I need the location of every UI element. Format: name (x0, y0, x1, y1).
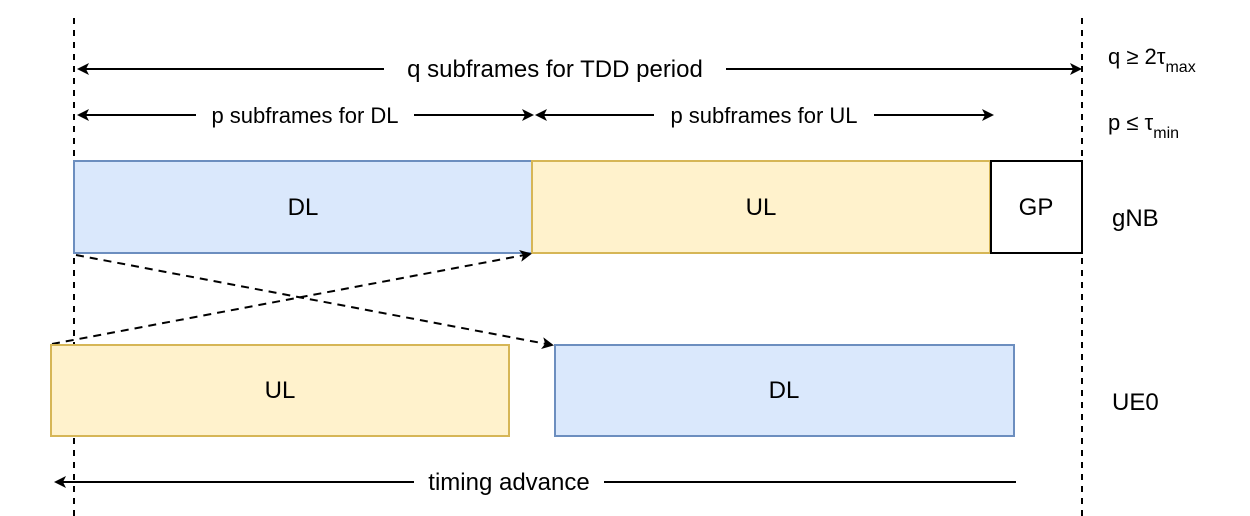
q-constraint-label: q ≥ 2τmax (1108, 44, 1196, 76)
ue-dl-block (554, 344, 1015, 437)
downlink-propagation-arrow (75, 254, 554, 350)
ue-row-label: UE0 (1112, 389, 1159, 416)
gnb-gp-block (990, 160, 1083, 254)
timing-advance-label: timing advance (428, 469, 589, 496)
gnb-ul-block (531, 160, 991, 254)
gnb-ul-label: UL (746, 194, 777, 221)
ue-ul-block (50, 344, 510, 437)
gnb-row-label: gNB (1112, 205, 1159, 232)
gnb-dl-label: DL (288, 194, 319, 221)
tdd-period-label: q subframes for TDD period (407, 56, 703, 83)
uplink-propagation-arrow (51, 249, 532, 345)
ul-span-label: p subframes for UL (670, 103, 857, 128)
p-constraint-label: p ≤ τmin (1108, 110, 1179, 142)
ue-dl-label: DL (769, 377, 800, 404)
ue-ul-label: UL (265, 377, 296, 404)
gnb-dl-block (73, 160, 533, 254)
dl-span-label: p subframes for DL (211, 103, 398, 128)
gnb-gp-label: GP (1019, 194, 1054, 221)
